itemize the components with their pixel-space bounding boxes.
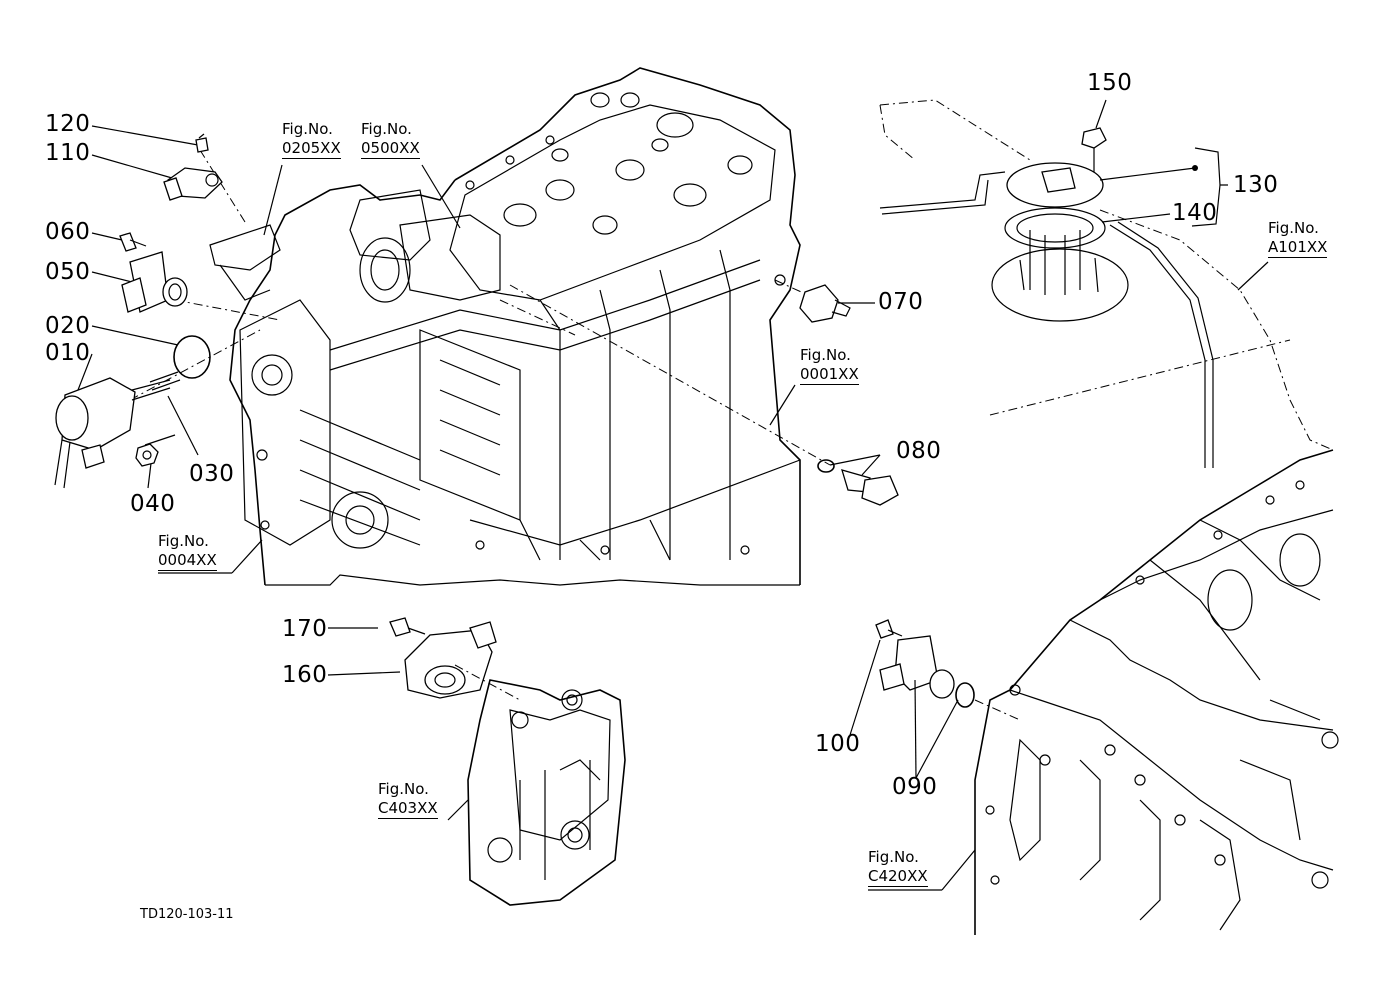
fig-ref-c403[interactable]: Fig.No. C403XX	[378, 780, 438, 819]
transmission-case-drawing	[849, 449, 1339, 935]
part-label-110[interactable]: 110	[45, 140, 91, 166]
fig-ref-0205-title: Fig.No.	[282, 120, 333, 138]
part-label-060[interactable]: 060	[45, 219, 91, 245]
part-020-o-ring	[173, 335, 211, 379]
part-080-sensor	[817, 459, 899, 506]
part-label-070[interactable]: 070	[878, 289, 924, 315]
part-label-020[interactable]: 020	[45, 313, 91, 339]
part-120-bolt	[195, 133, 209, 153]
fig-ref-0004-title: Fig.No.	[158, 532, 209, 550]
part-label-100[interactable]: 100	[815, 731, 861, 757]
part-label-130[interactable]: 130	[1233, 172, 1279, 198]
part-070-switch	[799, 284, 851, 323]
leader-lines-left	[77, 125, 881, 574]
drawing-id: TD120-103-11	[140, 907, 234, 922]
fuel-tank-drawing	[879, 99, 1334, 468]
fig-ref-c403-number: C403XX	[378, 798, 438, 819]
part-label-040[interactable]: 040	[130, 491, 176, 517]
part-label-080[interactable]: 080	[896, 438, 942, 464]
part-110-sensor	[163, 167, 223, 201]
part-label-150[interactable]: 150	[1087, 70, 1133, 96]
part-label-090[interactable]: 090	[892, 774, 938, 800]
part-label-050[interactable]: 050	[45, 259, 91, 285]
fig-ref-0001-title: Fig.No.	[800, 346, 851, 364]
engine-block-drawing	[209, 67, 801, 586]
fig-ref-0004-number: 0004XX	[158, 550, 217, 571]
fig-ref-0001[interactable]: Fig.No. 0001XX	[800, 346, 859, 385]
fig-ref-0001-number: 0001XX	[800, 364, 859, 385]
part-030-stud	[149, 371, 181, 391]
fig-ref-0205-number: 0205XX	[282, 138, 341, 159]
fig-ref-0500[interactable]: Fig.No. 0500XX	[361, 120, 420, 159]
part-label-170[interactable]: 170	[282, 616, 328, 642]
fig-ref-a101[interactable]: Fig.No. A101XX	[1268, 219, 1328, 258]
part-label-120[interactable]: 120	[45, 111, 91, 137]
part-040-nut	[135, 443, 159, 467]
fig-ref-a101-number: A101XX	[1268, 237, 1328, 258]
part-label-140[interactable]: 140	[1172, 200, 1218, 226]
part-010-actuator	[54, 377, 171, 489]
fig-ref-0205[interactable]: Fig.No. 0205XX	[282, 120, 341, 159]
part-label-010[interactable]: 010	[45, 340, 91, 366]
fig-ref-c403-title: Fig.No.	[378, 780, 429, 798]
part-label-030[interactable]: 030	[189, 461, 235, 487]
part-label-160[interactable]: 160	[282, 662, 328, 688]
fuel-pump-drawing	[327, 617, 626, 906]
fig-ref-0500-title: Fig.No.	[361, 120, 412, 138]
fig-ref-c420-title: Fig.No.	[868, 848, 919, 866]
part-050-sensor	[121, 251, 188, 313]
fig-ref-c420-number: C420XX	[868, 866, 928, 887]
fig-ref-a101-title: Fig.No.	[1268, 219, 1319, 237]
fig-ref-0500-number: 0500XX	[361, 138, 420, 159]
fig-ref-c420[interactable]: Fig.No. C420XX	[868, 848, 928, 887]
part-060-bolt	[119, 232, 147, 252]
fig-ref-0004[interactable]: Fig.No. 0004XX	[158, 532, 217, 571]
